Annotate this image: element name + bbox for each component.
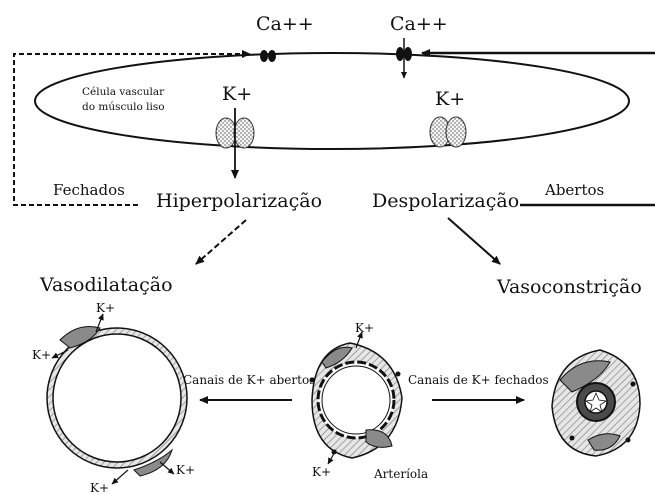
k-ion-label-2: K+ [32, 348, 51, 362]
open-label: Abertos [544, 181, 604, 199]
calcium-label-left: Ca++ [256, 13, 314, 35]
cell-label-line1: Célula vascular [82, 86, 165, 98]
k-ion-label-5: K+ [355, 321, 374, 335]
potassium-label-left: K+ [222, 83, 252, 105]
closed-label: Fechados [53, 181, 125, 199]
vasodilation-arrow [196, 220, 246, 264]
dilated-arteriole [47, 327, 187, 477]
normal-arteriole [310, 343, 403, 458]
cell-label-line2: do músculo liso [82, 101, 165, 113]
k-efflux-arrow-4 [112, 470, 128, 484]
hyperpolarization-label: Hiperpolarização [156, 190, 322, 212]
arteriole-label: Arteríola [373, 467, 428, 481]
vasodilation-label: Vasodilatação [39, 274, 173, 296]
channels-open-label: Canais de K+ abertos [183, 373, 315, 387]
constricted-arteriole [552, 350, 640, 456]
k-ion-label-6: K+ [312, 465, 331, 479]
k-ion-label-4: K+ [90, 481, 109, 495]
potassium-channel-right [430, 117, 466, 147]
vasoconstriction-label: Vasoconstrição [496, 276, 642, 298]
k-efflux-arrow-3 [160, 462, 174, 474]
depolarization-label: Despolarização [372, 190, 519, 212]
channels-closed-label: Canais de K+ fechados [408, 373, 549, 387]
k-ion-label-1: K+ [96, 301, 115, 315]
potassium-label-right: K+ [435, 88, 465, 110]
closed-feedback-line [14, 54, 250, 205]
calcium-label-right: Ca++ [390, 13, 448, 35]
k-ion-label-3: K+ [176, 463, 195, 477]
vasoconstriction-arrow [448, 218, 500, 264]
calcium-channel-left [260, 50, 276, 62]
